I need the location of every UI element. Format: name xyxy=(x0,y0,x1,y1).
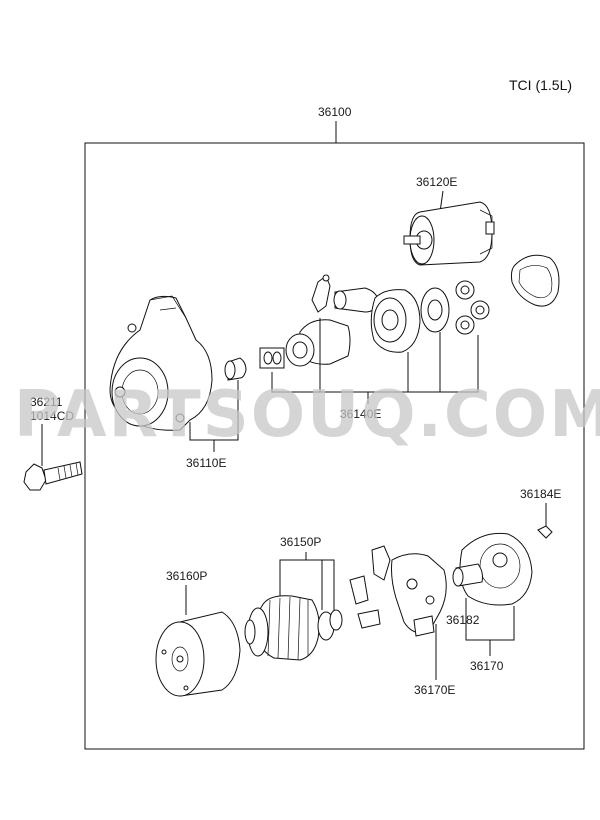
label-36160P[interactable]: 36160P xyxy=(166,569,207,583)
yoke-part[interactable]: 36160P xyxy=(155,569,241,697)
armature-part[interactable]: 36150P xyxy=(244,535,343,661)
screw-part[interactable]: 36184E xyxy=(520,487,561,539)
through-bolt-part[interactable]: 36211 1014CD xyxy=(23,395,83,491)
label-36110E[interactable]: 36110E xyxy=(186,456,226,470)
label-36170E[interactable]: 36170E xyxy=(414,683,455,697)
gear-set-parts[interactable]: 36140E xyxy=(259,274,490,421)
label-36182[interactable]: 36182 xyxy=(446,613,480,627)
front-housing-part[interactable]: 36110E xyxy=(109,295,247,470)
retainer-ring-part[interactable] xyxy=(510,254,560,307)
label-36100[interactable]: 36100 xyxy=(318,105,352,119)
watermark-logo: PARTSOUQ.COM xyxy=(14,378,600,452)
label-36120E[interactable]: 36120E xyxy=(416,175,457,189)
label-36170[interactable]: 36170 xyxy=(470,659,504,673)
label-36140E[interactable]: 36140E xyxy=(340,407,381,421)
variant-label: TCI (1.5L) xyxy=(509,77,572,93)
brush-holder-part[interactable]: 36170E xyxy=(349,545,455,697)
label-36184E[interactable]: 36184E xyxy=(520,487,561,501)
rear-cover-part[interactable]: 36182 36170 xyxy=(446,532,533,673)
label-36211[interactable]: 36211 xyxy=(30,395,63,409)
assembly-frame xyxy=(84,142,585,750)
label-1014CD[interactable]: 1014CD xyxy=(30,409,74,423)
label-36150P[interactable]: 36150P xyxy=(280,535,321,549)
solenoid-part[interactable]: 36120E xyxy=(403,175,495,266)
